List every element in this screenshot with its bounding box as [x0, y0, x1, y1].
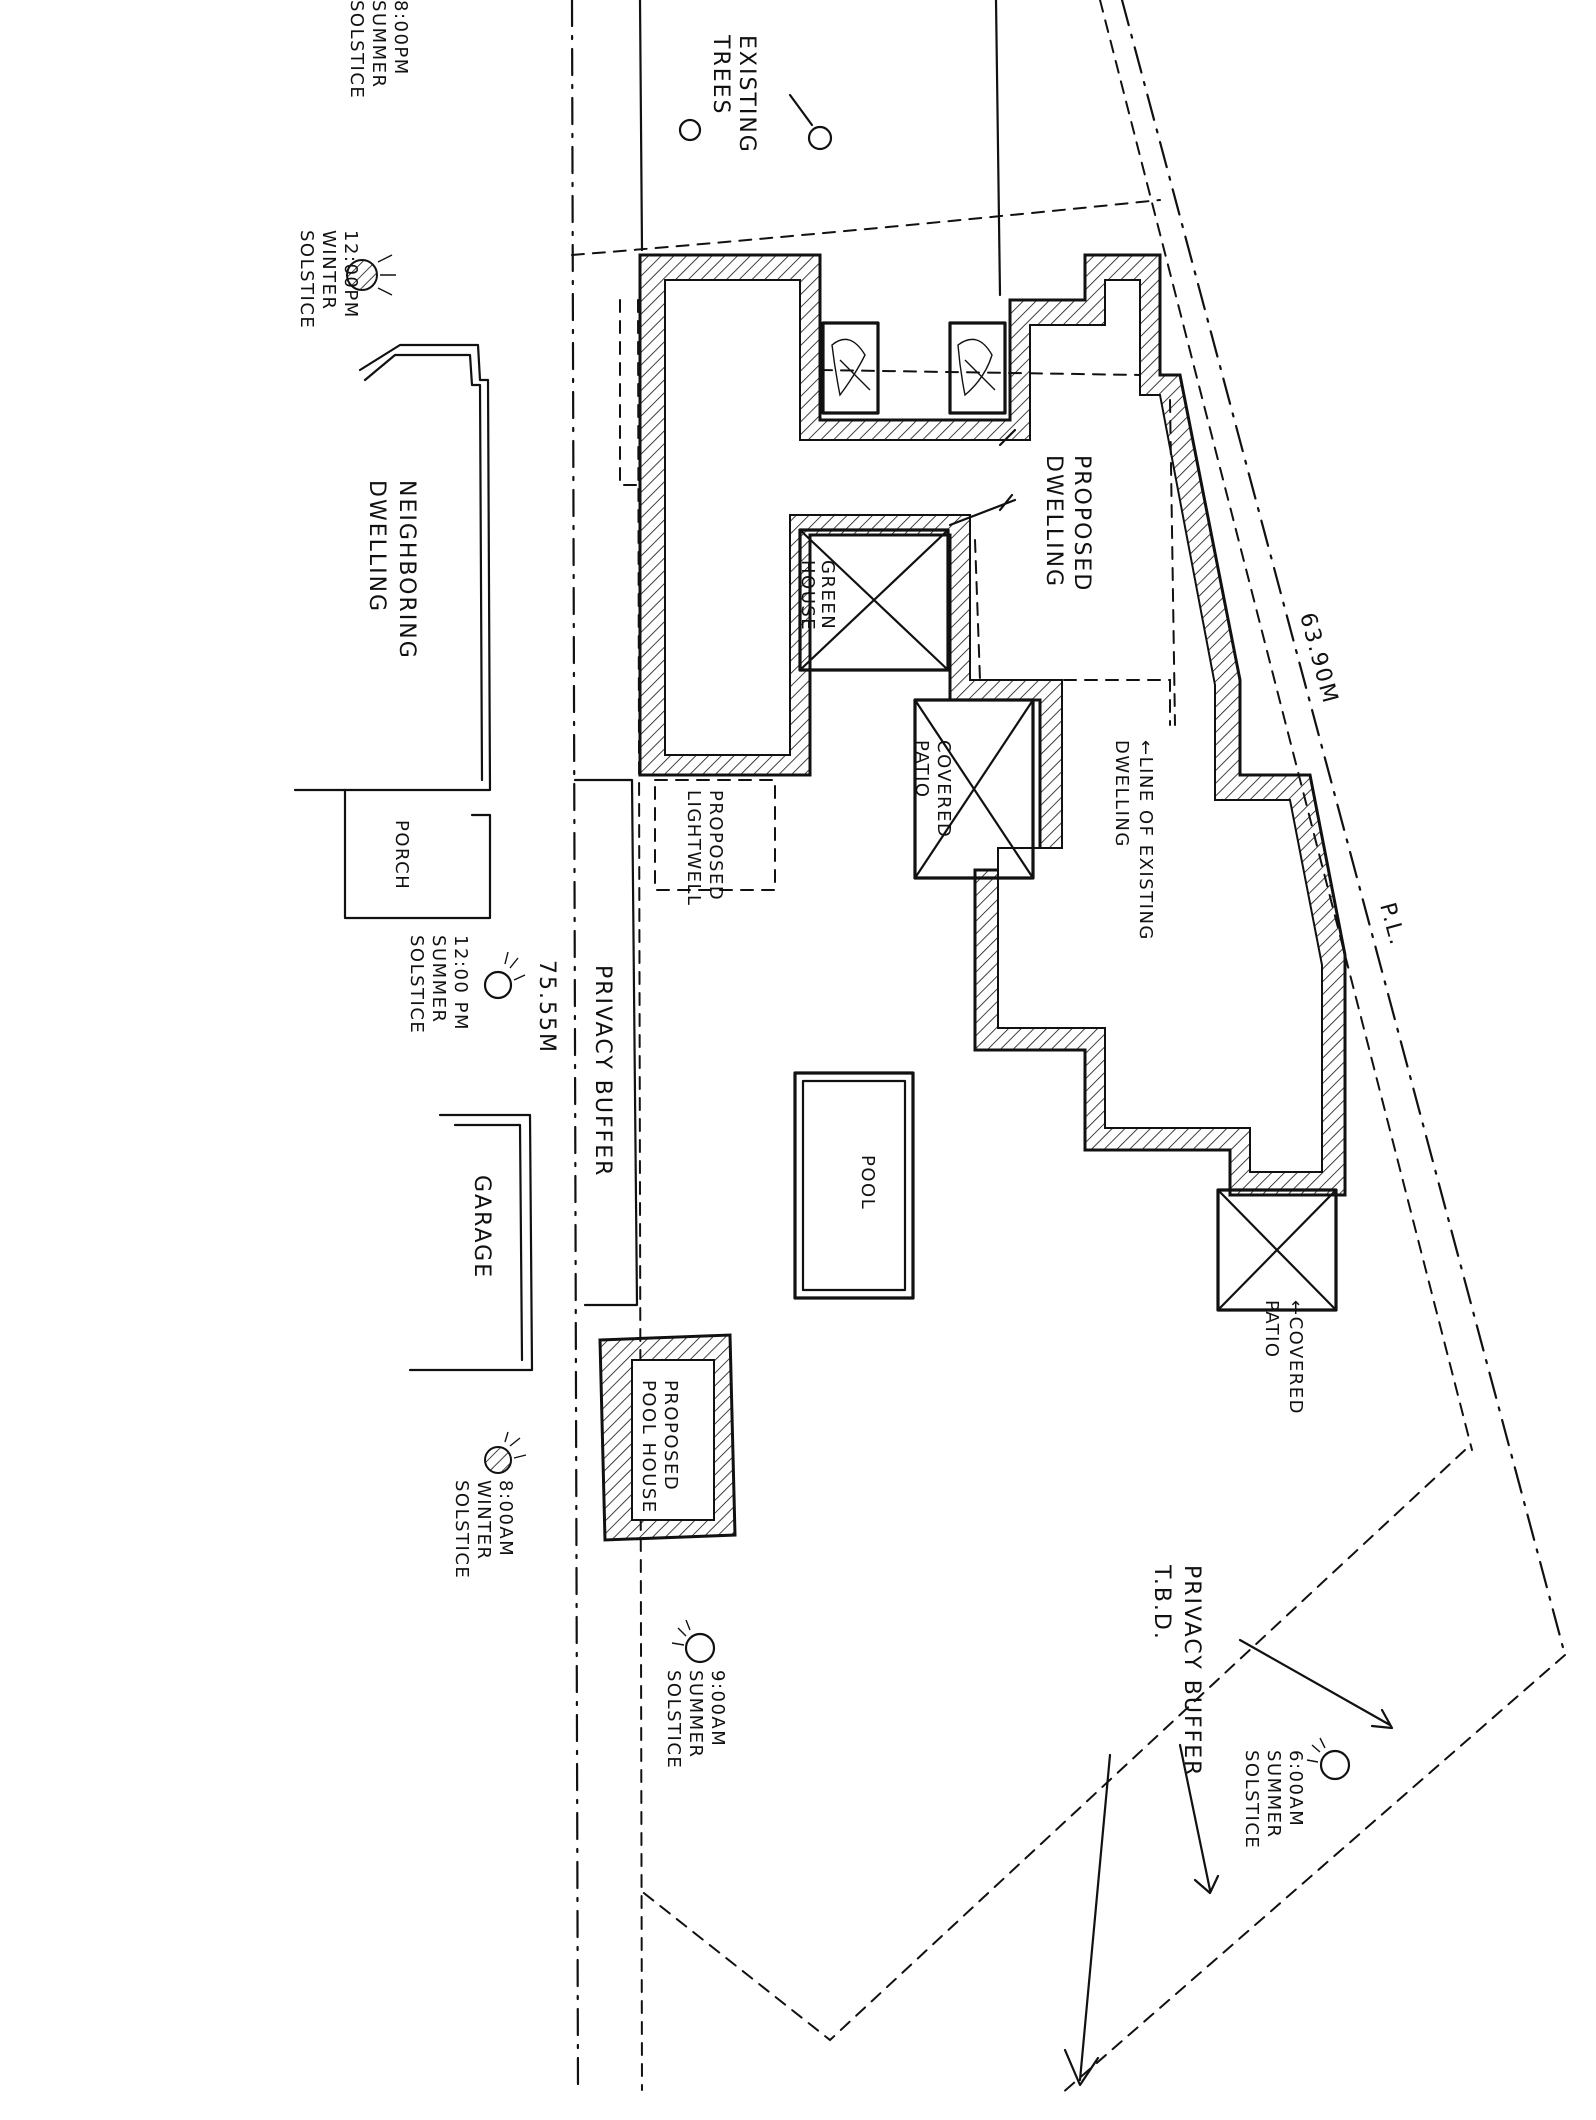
proposed-lightwell-label: PROPOSED LIGHTWELL	[683, 790, 726, 908]
sun-600am-summer-label: 6:00AM SUMMER SOLSTICE	[1241, 1750, 1306, 1849]
arrow-icon	[790, 95, 812, 125]
covered-patio-right-label: ←COVERED PATIO	[1261, 1300, 1306, 1422]
sun-600am-summer: 6:00AM SUMMER SOLSTICE	[1241, 1738, 1349, 1849]
garage-label: GARAGE	[469, 1175, 494, 1279]
proposed-dwelling-annotation: PROPOSED DWELLING	[950, 430, 1094, 601]
sun-1200pm-summer: 12:00 PM SUMMER SOLSTICE	[406, 935, 525, 1038]
tree-area-top	[640, 0, 642, 250]
privacy-buffer-strip	[575, 780, 637, 1305]
proposed-dwelling	[620, 255, 1345, 1195]
covered-patio-box	[915, 700, 1033, 878]
sun-800am-winter: 8:00AM WINTER SOLSTICE	[451, 1432, 526, 1579]
existing-trees-label: EXISTING TREES	[708, 34, 759, 163]
arrow-icon	[1240, 1640, 1392, 1728]
tree-line	[572, 200, 1160, 255]
sun-icon	[485, 1447, 511, 1473]
sun-1200pm-summer-label: 12:00 PM SUMMER SOLSTICE	[406, 935, 471, 1038]
garage-outline	[410, 1115, 532, 1370]
line-existing-dwelling-label: ←LINE OF EXISTING DWELLING	[1111, 740, 1156, 948]
pool-label: POOL	[857, 1155, 878, 1210]
covered-patio-right-box	[1218, 1190, 1336, 1310]
tree-icon	[809, 127, 831, 149]
sun-900am-summer-label: 9:00AM SUMMER SOLSTICE	[663, 1670, 728, 1769]
green-house-box	[800, 530, 948, 670]
courtyard-left	[823, 323, 878, 413]
sun-900am-summer: 9:00AM SUMMER SOLSTICE	[663, 1620, 728, 1769]
proposed-lightwell: PROPOSED LIGHTWELL	[655, 780, 775, 908]
sun-800pm-summer: 8:00PM SUMMER SOLSTICE	[346, 0, 411, 99]
porch-outline	[345, 790, 490, 918]
privacy-buffer-tbd: PRIVACY BUFFER T.B.D.	[1065, 1564, 1392, 2085]
neighboring-dwelling: NEIGHBORING DWELLING	[295, 345, 490, 790]
pool: POOL	[795, 1073, 913, 1298]
proposed-dwelling-label: PROPOSED DWELLING	[1041, 455, 1094, 601]
covered-patio-right: ←COVERED PATIO	[1218, 1190, 1336, 1422]
dimension-75-55m: 75.55M	[534, 960, 559, 1054]
left-property-line	[572, 0, 578, 2090]
right-property-line	[1122, 0, 1565, 1655]
dimension-63-90m: 63.90M	[1294, 610, 1342, 707]
proposed-pool-house-label: PROPOSED POOL HOUSE	[638, 1380, 681, 1514]
tree-area-edge	[996, 0, 1000, 295]
sun-icon	[686, 1634, 714, 1662]
lightwell-box	[655, 780, 775, 890]
green-house: GREEN HOUSE	[797, 530, 948, 670]
covered-patio-center: COVERED PATIO	[911, 700, 1033, 878]
bottom-setback-line	[640, 1450, 1465, 2040]
sun-icon	[485, 972, 511, 998]
courtyards	[823, 323, 1005, 413]
right-setback-line	[1100, 0, 1472, 1450]
sun-icon	[347, 260, 377, 290]
sun-1200pm-winter-label: 12:00PM WINTER SOLSTICE	[296, 230, 361, 329]
existing-trees: EXISTING TREES	[680, 34, 831, 163]
privacy-buffer-tbd-label: PRIVACY BUFFER T.B.D.	[1149, 1564, 1204, 1786]
green-house-label: GREEN HOUSE	[797, 560, 838, 637]
privacy-buffer-left: PRIVACY BUFFER	[575, 780, 637, 1305]
sun-800am-winter-label: 8:00AM WINTER SOLSTICE	[451, 1480, 516, 1579]
covered-patio-center-label: COVERED PATIO	[911, 740, 954, 846]
existing-dwelling-annotation: ←LINE OF EXISTING DWELLING	[1111, 740, 1156, 948]
dwelling-interior	[665, 280, 1322, 1172]
porch: PORCH	[345, 790, 490, 918]
bottom-property-line	[1060, 1655, 1565, 2095]
arrow-icon	[1180, 1745, 1218, 1893]
neighbor-outline-inner	[365, 355, 482, 780]
courtyard-right	[950, 323, 1005, 413]
property-line-label: P.L.	[1374, 900, 1410, 949]
privacy-buffer-left-label: PRIVACY BUFFER	[590, 965, 615, 1177]
sun-800pm-summer-label: 8:00PM SUMMER SOLSTICE	[346, 0, 411, 99]
sun-1200pm-winter: 12:00PM WINTER SOLSTICE	[296, 230, 396, 329]
arrow-icon	[1065, 1755, 1110, 2085]
neighbor-outline-outer	[295, 345, 490, 790]
proposed-pool-house: PROPOSED POOL HOUSE	[600, 1335, 735, 1540]
garage: GARAGE	[410, 1115, 532, 1370]
pool-outline	[795, 1073, 913, 1298]
neighboring-dwelling-label: NEIGHBORING DWELLING	[364, 480, 419, 669]
sun-icon	[1321, 1751, 1349, 1779]
tree-icon	[680, 120, 700, 140]
porch-label: PORCH	[391, 820, 412, 890]
